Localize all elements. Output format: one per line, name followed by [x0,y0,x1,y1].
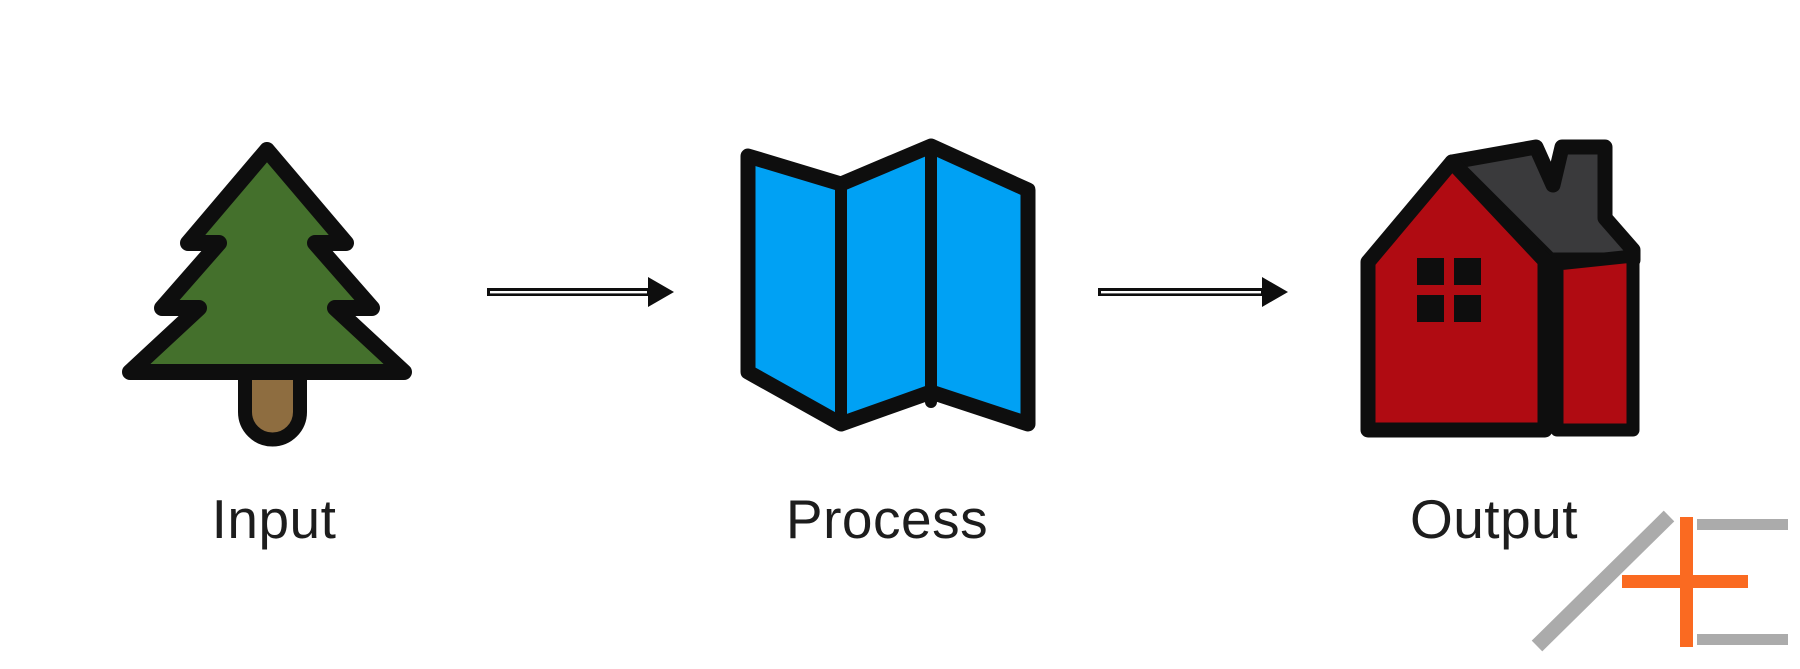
logo-plus-horizontal [1622,575,1748,588]
process-label: Process [785,488,989,550]
tree-crown [122,142,412,380]
output-label: Output [1409,488,1579,550]
plus-e-logo-icon [1531,510,1788,652]
arrow-right-icon [487,277,674,307]
logo-diagonal-stroke [1531,510,1675,652]
map-sheet [740,138,1036,432]
house-window [1417,258,1481,322]
folded-map-icon [740,138,1036,432]
pine-tree-icon [122,142,412,447]
house-side-wall [1550,249,1640,437]
input-label: Input [211,488,337,550]
arrow-right-icon [1098,277,1288,307]
logo-e-bottom-bar [1697,634,1788,645]
house-icon [1360,139,1641,438]
logo-e-top-bar [1697,519,1788,530]
